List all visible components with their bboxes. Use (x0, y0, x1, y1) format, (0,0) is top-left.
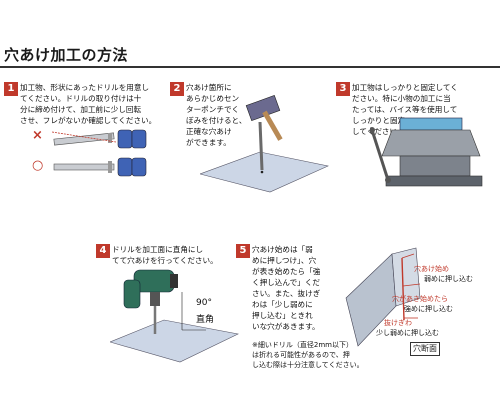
mid-label: 穴があき始めたら (392, 295, 448, 303)
end-label: 抜けぎわ (384, 319, 412, 327)
step-5-text: 穴あけ始めは「弱 めに押しつけ」、穴 が表き始めたら「強 く押し込んで」くだ さ… (252, 245, 321, 331)
step-1-number: 1 (4, 82, 18, 96)
workpiece-plate (200, 151, 329, 193)
step-4-text: ドリルを加工面に直角にし てて穴あけを行ってください。 (112, 245, 218, 265)
hammer-icon (245, 94, 283, 141)
header: 穴あけ加工の方法 (0, 0, 500, 68)
chuck-icon (117, 129, 133, 149)
angle-label: 90° (196, 298, 212, 308)
right-angle-label: 直角 (196, 315, 215, 325)
title-divider (0, 66, 500, 68)
step-2-text: 穴あけ箇所に あらかじめセン ターポンチでく ぼみを付けると、 正確な穴あけ が… (186, 83, 247, 147)
start-label: 穴あけ始め (414, 265, 449, 273)
step-3-number: 3 (336, 82, 350, 96)
section-label: 穴断面 (410, 342, 440, 356)
step-2-number: 2 (170, 82, 184, 96)
start-note: 弱めに押し込む (424, 275, 473, 283)
drill-bit-icon (53, 132, 115, 146)
step-3-text: 加工物はしっかりと固定してく ださい。特に小物の加工に当 たっては、バイス等を使… (352, 83, 458, 136)
footnote: ※細いドリル（直径2mm以下） は折れる可能性があるので、押 し込む際は十分注意… (252, 341, 364, 369)
power-drill-illustration (110, 269, 239, 363)
end-note: 少し弱めに押し込む (376, 329, 439, 337)
vise-illustration (370, 117, 483, 187)
drill-chuck-illustration (52, 129, 147, 177)
page-title: 穴あけ加工の方法 (4, 46, 129, 64)
mid-note: 強めに押し込む (404, 305, 453, 313)
step-5-number: 5 (236, 244, 250, 258)
vise-icon (370, 117, 483, 187)
hole-cross-section-illustration (345, 247, 421, 347)
power-drill-icon (123, 269, 178, 334)
right-mark: ○ (32, 158, 44, 173)
workpiece-plate (110, 319, 239, 363)
step-4-number: 4 (96, 244, 110, 258)
center-punch-icon (258, 121, 264, 171)
center-punch-illustration (200, 94, 329, 193)
step-1-text: 加工物、形状にあったドリルを用意し てください。ドリルの取り付けは十 分に締め付… (20, 83, 157, 125)
wrong-mark: × (32, 128, 43, 143)
